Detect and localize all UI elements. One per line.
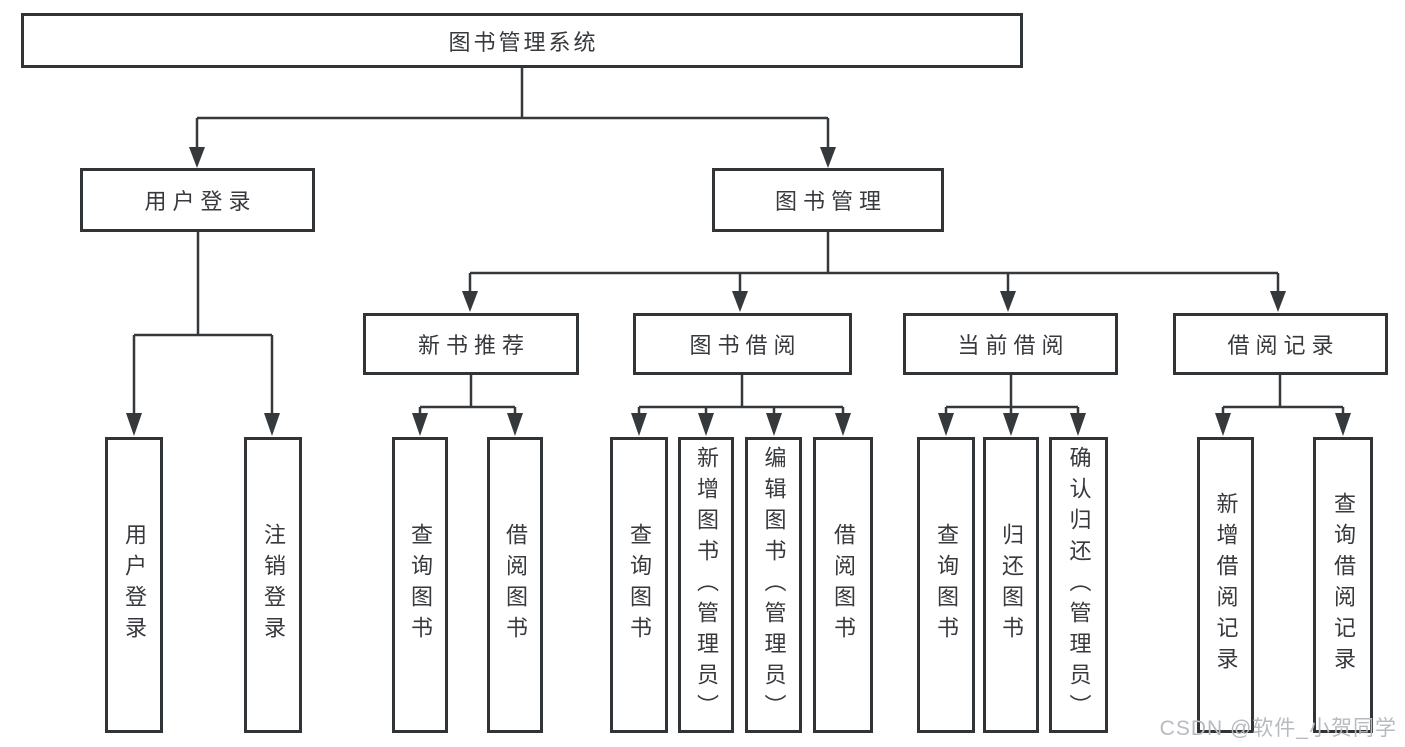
node-label: 借阅记录	[1227, 333, 1340, 358]
node-label: 注销登录	[261, 523, 286, 647]
node-book-management: 图书管理	[712, 168, 944, 232]
node-library-management-system: 图书管理系统	[21, 13, 1023, 68]
node-nb-borrow-books: 借阅图书	[487, 437, 543, 733]
node-book-borrow: 图书借阅	[633, 313, 852, 375]
node-label: 查询图书	[934, 523, 959, 647]
csdn-watermark: CSDN @软件_小贺同学	[1159, 717, 1397, 740]
node-new-book-recommend: 新书推荐	[363, 313, 579, 375]
node-br-add-record: 新增借阅记录	[1197, 437, 1254, 733]
node-label: 当前借阅	[957, 333, 1070, 358]
node-label: 新增借阅记录	[1213, 492, 1239, 678]
node-label: 查询图书	[408, 523, 433, 647]
node-label: 图书管理系统	[448, 29, 599, 55]
node-bb-query-books: 查询图书	[610, 437, 668, 733]
node-bb-add-book-admin: 新增图书（管理员）	[678, 437, 734, 733]
node-label: 归还图书	[999, 523, 1024, 647]
node-label: 图书借阅	[689, 333, 802, 358]
node-cb-confirm-return-admin: 确认归还（管理员）	[1049, 437, 1108, 733]
node-label: 用户登录	[144, 189, 257, 214]
node-label: 编辑图书（管理员）	[761, 445, 787, 725]
arrowheads	[126, 147, 1351, 436]
node-label: 借阅图书	[503, 523, 528, 647]
node-cb-return-books: 归还图书	[983, 437, 1039, 733]
node-br-query-record: 查询借阅记录	[1313, 437, 1373, 733]
node-label: 用户登录	[122, 523, 147, 647]
node-label: 借阅图书	[831, 523, 856, 647]
node-label: 确认归还（管理员）	[1066, 445, 1092, 725]
node-user-login: 用户登录	[105, 437, 163, 733]
node-bb-borrow-books: 借阅图书	[813, 437, 873, 733]
node-label: 查询图书	[627, 523, 652, 647]
node-current-borrow: 当前借阅	[903, 313, 1118, 375]
node-user-login-branch: 用户登录	[80, 168, 315, 232]
node-label: 图书管理	[774, 189, 887, 214]
node-label: 新增图书（管理员）	[694, 445, 719, 725]
node-label: 新书推荐	[417, 333, 530, 358]
node-nb-query-books: 查询图书	[392, 437, 448, 733]
node-label: 查询借阅记录	[1331, 492, 1356, 678]
node-borrow-records: 借阅记录	[1173, 313, 1388, 375]
connector-paths	[132, 68, 1345, 418]
node-bb-edit-book-admin: 编辑图书（管理员）	[745, 437, 802, 733]
node-cb-query-books: 查询图书	[917, 437, 975, 733]
node-logout-login: 注销登录	[244, 437, 302, 733]
